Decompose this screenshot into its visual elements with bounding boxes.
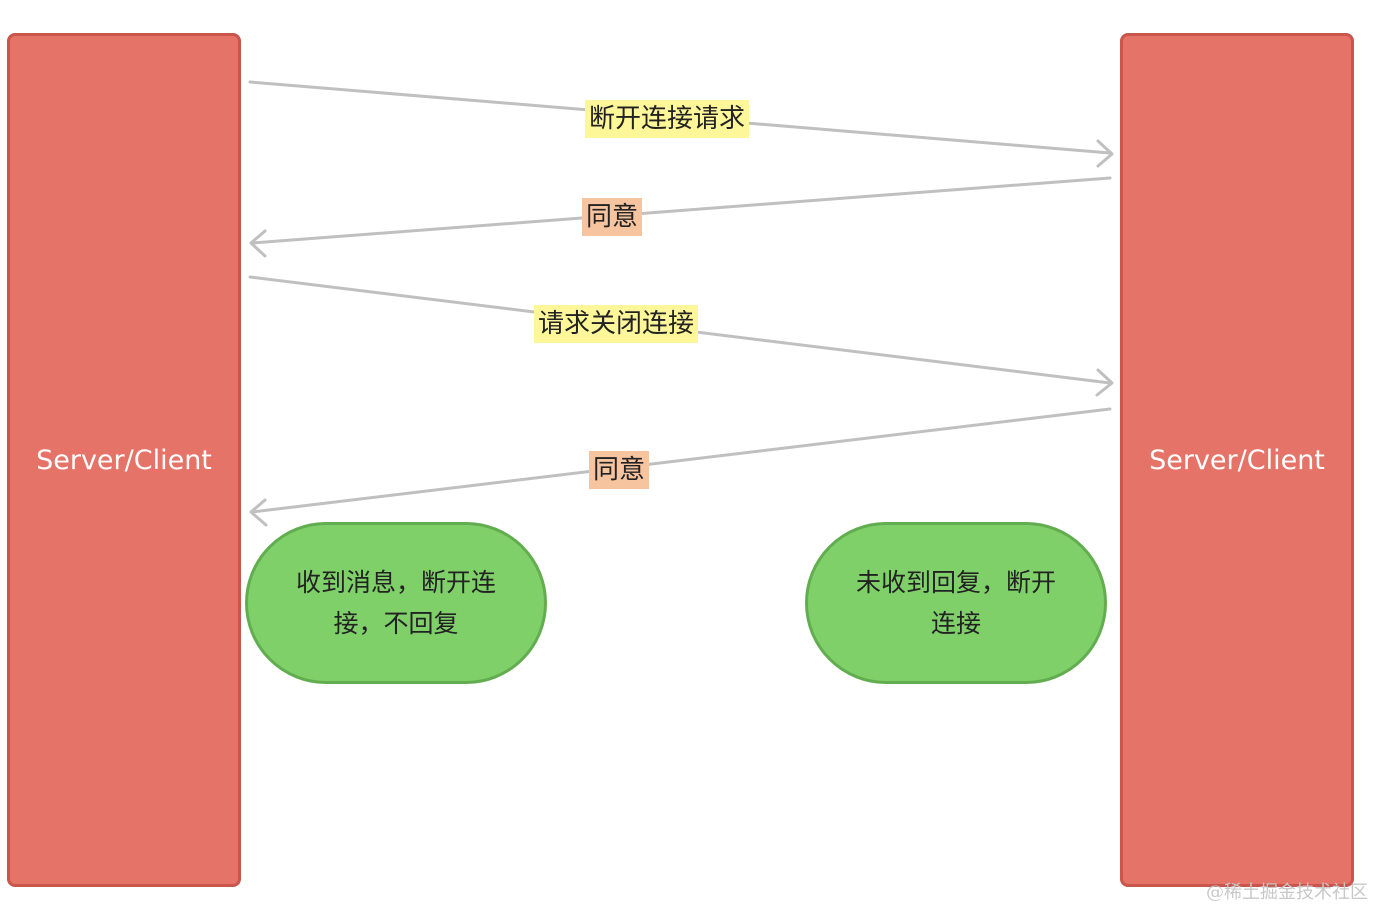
message-label-3: 请求关闭连接 — [534, 305, 699, 343]
message-label-2: 同意 — [582, 198, 643, 236]
party-right-label: Server/Client — [1149, 444, 1325, 476]
message-label-4: 同意 — [589, 451, 650, 489]
note-left-line2: 接，不回复 — [333, 609, 459, 638]
message-label-1: 断开连接请求 — [585, 100, 750, 138]
party-left: Server/Client — [7, 33, 241, 887]
note-left: 收到消息，断开连 接，不回复 — [245, 522, 547, 684]
party-right: Server/Client — [1120, 33, 1354, 887]
note-right-line1: 未收到回复，断开 — [855, 568, 1056, 597]
note-left-line1: 收到消息，断开连 — [295, 568, 496, 597]
watermark: @稀土掘金技术社区 — [1206, 882, 1368, 903]
note-right-line2: 连接 — [930, 609, 981, 638]
message-arrowhead-4 — [249, 498, 268, 527]
message-arrowhead-2 — [249, 229, 267, 258]
message-arrowhead-3 — [1095, 368, 1114, 397]
message-arrow-2 — [250, 176, 1112, 245]
message-arrowhead-1 — [1096, 139, 1114, 168]
party-left-label: Server/Client — [36, 444, 212, 476]
message-arrow-4 — [250, 407, 1112, 514]
note-right: 未收到回复，断开 连接 — [805, 522, 1107, 684]
